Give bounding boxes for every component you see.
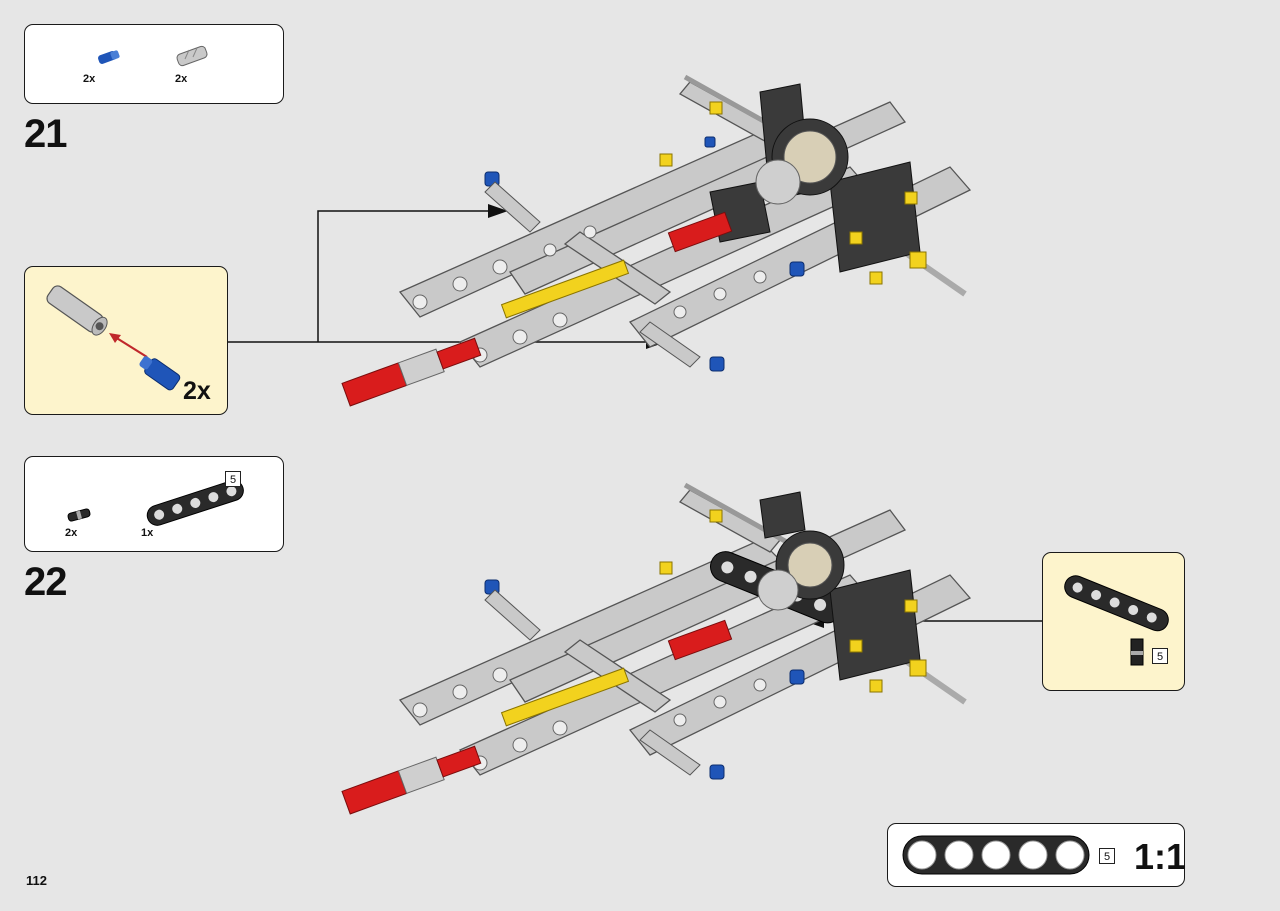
scale-ruler: 5 1:1 [887, 823, 1187, 887]
beam-callout: 5 [1042, 552, 1185, 691]
subassembly-callout: 2x [24, 266, 228, 415]
beam-ruler-icon [902, 835, 1090, 875]
black-pin-icon [67, 508, 91, 522]
blue-axle-pin-icon [98, 50, 120, 64]
step22-parts-list: 2x 5 1x [24, 456, 284, 552]
beam-with-pin-diagram [1064, 575, 1169, 666]
step-number: 21 [24, 112, 67, 156]
part-length-badge: 5 [225, 471, 241, 487]
part-qty: 2x [65, 527, 78, 539]
part-qty: 2x [83, 73, 96, 85]
part-qty: 2x [175, 73, 188, 85]
step-number: 22 [24, 560, 67, 604]
step21-parts-list: 2x 2x [24, 24, 284, 104]
pin-insert-diagram [46, 285, 181, 391]
ruler-length-badge: 5 [1099, 848, 1115, 864]
callout-length-badge: 5 [1152, 648, 1168, 664]
step21-model [341, 74, 972, 407]
step22-model [341, 482, 972, 815]
gray-pin-connector-icon [176, 45, 208, 67]
part-qty: 1x [141, 527, 154, 539]
scale-ratio: 1:1 [1134, 836, 1187, 877]
subassembly-qty: 2x [183, 377, 211, 405]
page-number: 112 [26, 873, 47, 888]
black-beam-5-icon [146, 480, 244, 526]
